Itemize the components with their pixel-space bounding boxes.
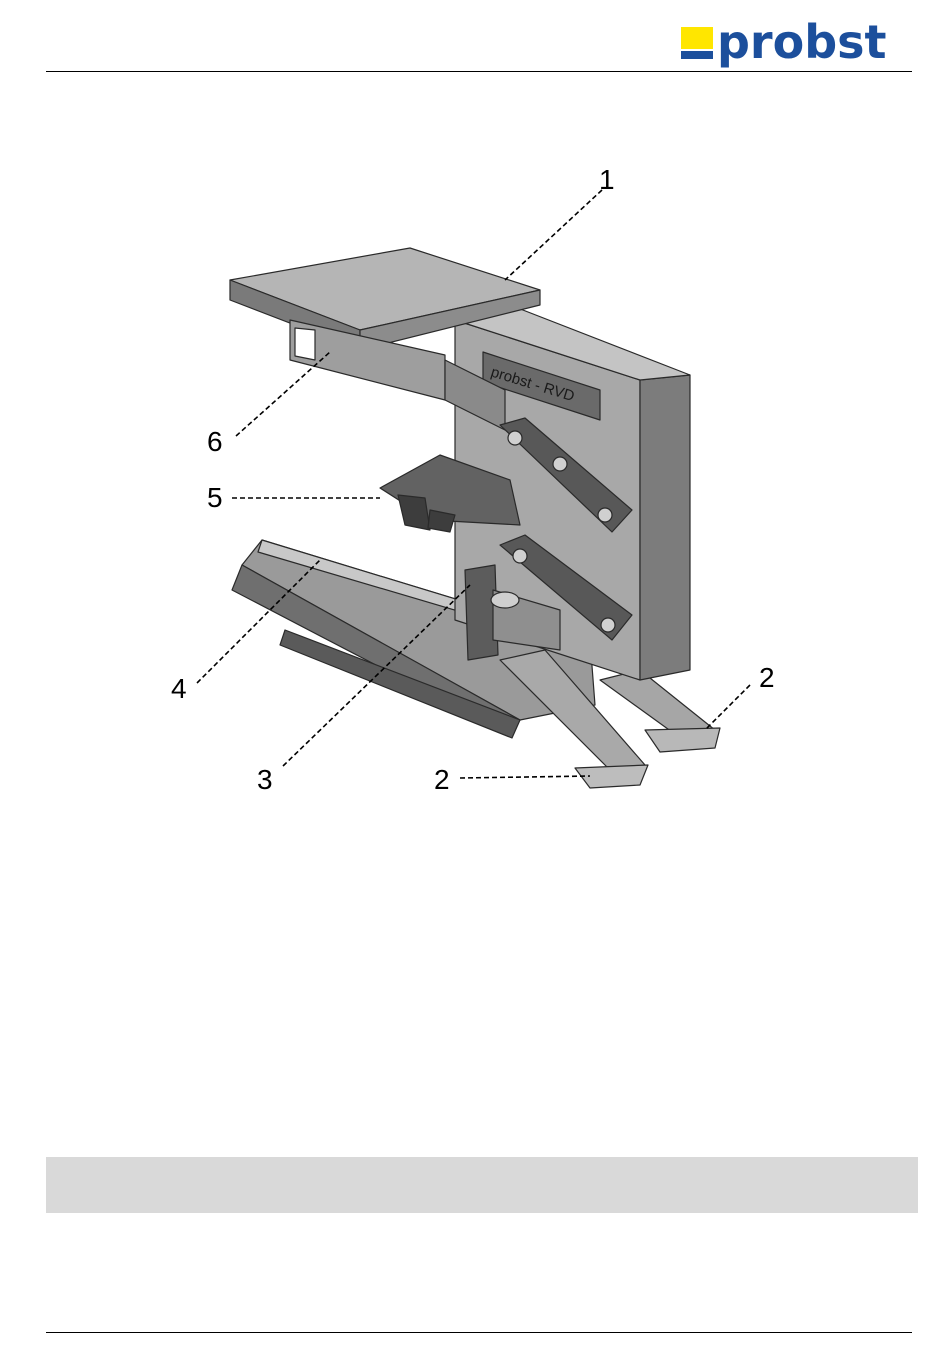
callout-2-rear: 2	[759, 664, 775, 692]
callout-5: 5	[207, 484, 223, 512]
callout-6: 6	[207, 428, 223, 456]
header-divider	[46, 71, 912, 72]
note-bar	[46, 1157, 918, 1213]
logo-text: probst	[717, 12, 887, 72]
logo-mark-icon	[681, 27, 713, 59]
callout-2-front: 2	[434, 766, 450, 794]
device-illustration: probst - RVD	[150, 160, 810, 810]
footer-divider	[46, 1332, 912, 1333]
callout-4: 4	[171, 675, 187, 703]
callout-3: 3	[257, 766, 273, 794]
probst-logo: probst	[681, 20, 906, 70]
callout-1: 1	[599, 166, 615, 194]
